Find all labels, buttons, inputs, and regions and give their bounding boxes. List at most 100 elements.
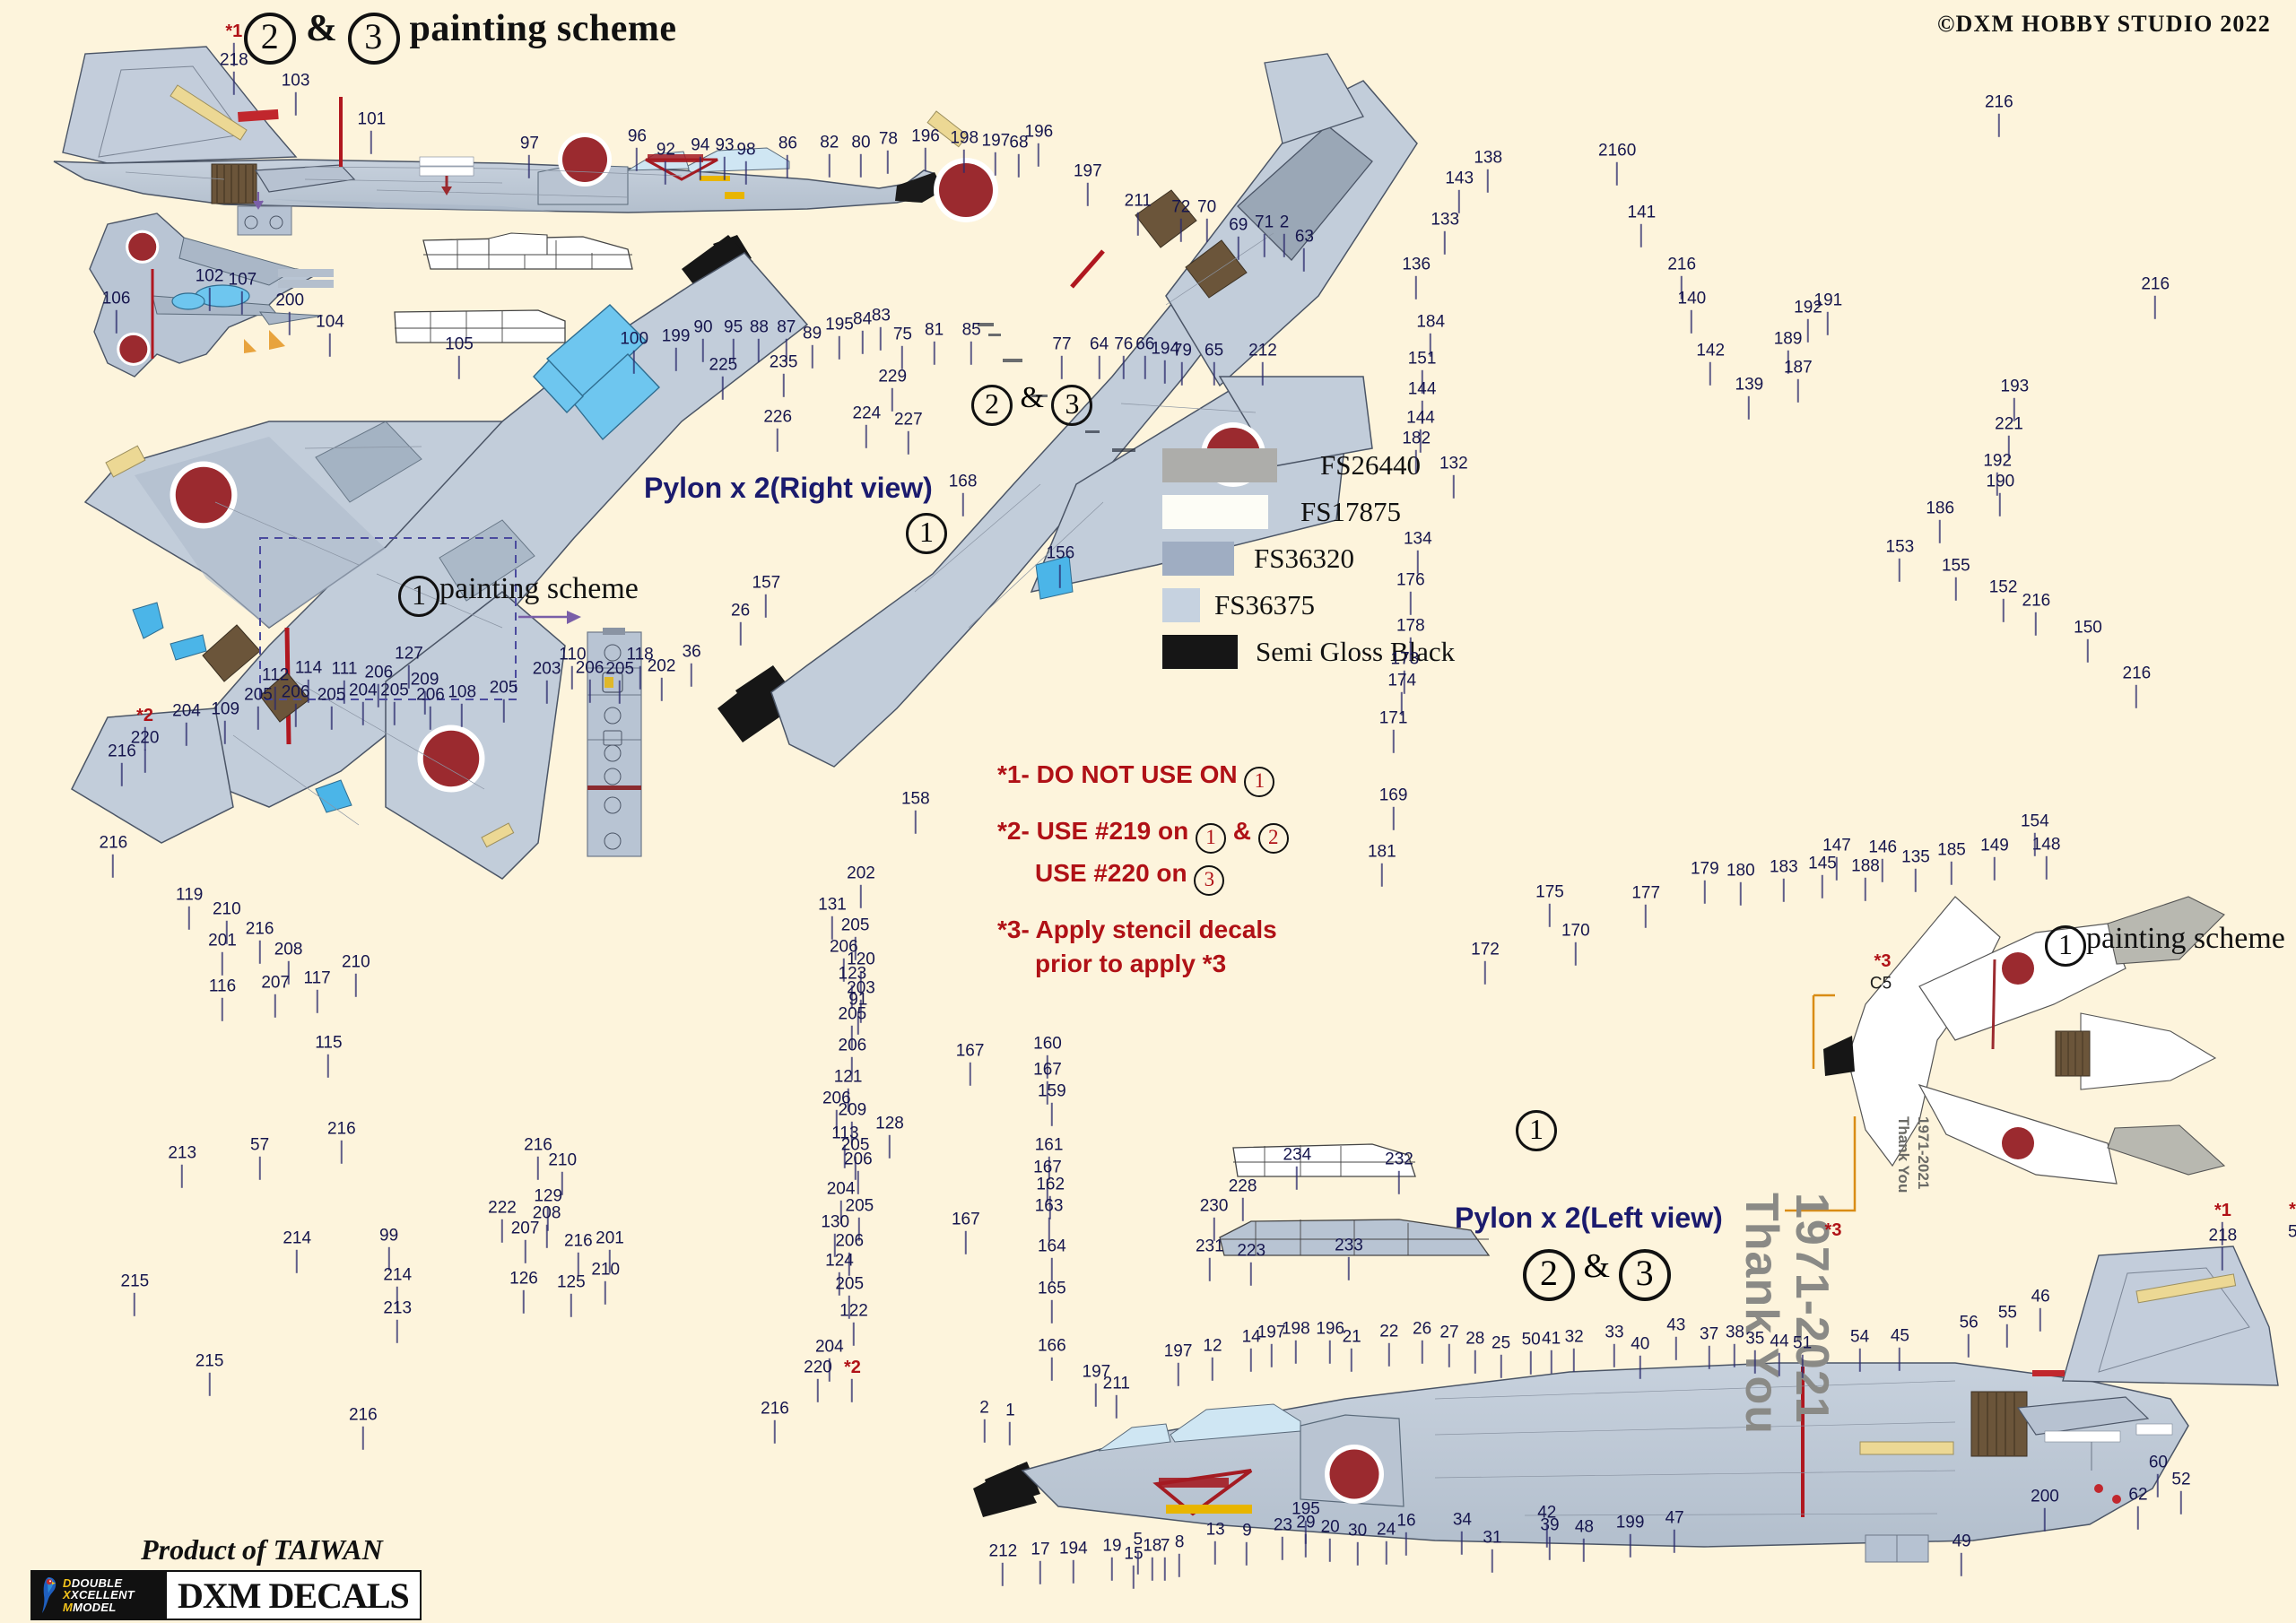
leader-line bbox=[1296, 1166, 1299, 1190]
leader-line bbox=[1356, 1542, 1359, 1567]
callout-number: 2160 bbox=[1598, 141, 1637, 161]
leader-line bbox=[289, 311, 291, 335]
callout-number: 188 bbox=[1851, 856, 1880, 876]
swatch-fs36375 bbox=[1162, 588, 1200, 622]
leader-line bbox=[702, 339, 704, 362]
leader-line bbox=[233, 72, 235, 96]
callout-number: 122 bbox=[839, 1301, 868, 1321]
leader-line bbox=[853, 1323, 855, 1347]
callout-number: 2 bbox=[1279, 213, 1290, 232]
thank-you-small-line2: 1971-2021 bbox=[1915, 1116, 1932, 1190]
leader-line bbox=[2087, 638, 2089, 663]
leader-line bbox=[241, 291, 244, 316]
leader-line bbox=[1051, 1357, 1053, 1381]
callout-number: 195 bbox=[825, 315, 854, 334]
dxm-brand-box: DDOUBLE XXCELLENT MMODEL DXM DECALS bbox=[30, 1570, 422, 1620]
callout-number: 210 bbox=[341, 952, 370, 972]
leader-line bbox=[1629, 1533, 1631, 1558]
leader-line bbox=[619, 681, 621, 705]
callout-number: 216 bbox=[524, 1135, 552, 1155]
leader-line bbox=[2154, 295, 2156, 319]
callout-number: 78 bbox=[878, 129, 898, 149]
callout-number: 206 bbox=[281, 682, 310, 702]
leader-line bbox=[1754, 1350, 1756, 1374]
pylon-left-circle-3: 3 bbox=[1618, 1249, 1671, 1301]
callout-number: 76 bbox=[1114, 334, 1134, 354]
pylon-right-circle-2: 2 bbox=[971, 385, 1013, 426]
callout-number: 196 bbox=[1024, 122, 1054, 142]
callout-number: 117 bbox=[303, 968, 331, 988]
leader-line bbox=[811, 344, 813, 369]
callout-number: 169 bbox=[1378, 785, 1408, 805]
thank-you-big-line1: Thank You bbox=[1735, 1193, 1787, 1435]
leader-line bbox=[633, 350, 635, 374]
callout-number: 175 bbox=[1535, 882, 1564, 902]
legend-label-semi-gloss-black: Semi Gloss Black bbox=[1256, 636, 1456, 667]
leader-line bbox=[691, 664, 692, 687]
callout-number: 42 bbox=[1537, 1503, 1557, 1523]
leader-line bbox=[1968, 1334, 1970, 1358]
leader-line bbox=[571, 666, 574, 690]
callout-number: 205 bbox=[489, 678, 518, 698]
callout-number: 205 bbox=[244, 685, 273, 705]
callout-number: 161 bbox=[1034, 1135, 1064, 1155]
leader-line bbox=[1882, 858, 1883, 882]
callout-number: 152 bbox=[1988, 577, 2018, 597]
leader-line bbox=[181, 1165, 183, 1189]
callout-number: 23 bbox=[1273, 1515, 1292, 1535]
callout-number: 234 bbox=[1283, 1145, 1312, 1165]
callout-number: 110 bbox=[559, 645, 587, 664]
callout-number: 30 bbox=[1348, 1521, 1368, 1541]
leader-line bbox=[1474, 1350, 1476, 1374]
aircraft-small-white-plan-view bbox=[1785, 896, 2226, 1212]
leader-line bbox=[1283, 234, 1285, 258]
callout-number: 205 bbox=[838, 1004, 867, 1024]
leader-line bbox=[1073, 1559, 1074, 1584]
callout-number: 204 bbox=[814, 1337, 844, 1357]
leader-line bbox=[208, 1373, 211, 1397]
leader-line bbox=[787, 154, 789, 178]
scheme-circle-3: 3 bbox=[347, 13, 400, 65]
callout-number: 198 bbox=[950, 128, 979, 148]
callout-number: 88 bbox=[749, 317, 769, 337]
callout-number: 17 bbox=[1031, 1540, 1050, 1559]
callout-number: 216 bbox=[245, 919, 274, 939]
callout-number: 216 bbox=[348, 1405, 378, 1425]
callout-number: 71 bbox=[1255, 213, 1274, 232]
leader-line bbox=[1915, 869, 1917, 893]
c5-star3-note: *3 bbox=[1874, 951, 1892, 971]
logo-line3: MODEL bbox=[73, 1600, 117, 1614]
legend-label-fs36375: FS36375 bbox=[1214, 589, 1315, 621]
leader-line bbox=[294, 91, 297, 116]
leader-line bbox=[857, 1170, 859, 1194]
leader-line bbox=[933, 342, 935, 366]
leader-line bbox=[1410, 591, 1412, 615]
callout-number: 230 bbox=[1199, 1196, 1229, 1216]
leader-line bbox=[2222, 1246, 2224, 1271]
callout-number: 70 bbox=[1197, 197, 1217, 217]
callout-number: 143 bbox=[1445, 169, 1474, 188]
callout-number: 108 bbox=[448, 682, 477, 702]
leader-line bbox=[1865, 877, 1866, 901]
leader-line bbox=[1329, 1538, 1331, 1562]
callout-number: 21 bbox=[1342, 1327, 1361, 1347]
leader-line bbox=[1458, 189, 1460, 213]
logo-line1: DOUBLE bbox=[71, 1575, 123, 1590]
callout-number: 192 bbox=[1983, 451, 2013, 471]
leader-line bbox=[1640, 223, 1643, 247]
callout-number: 180 bbox=[1726, 861, 1755, 881]
leader-line bbox=[112, 855, 115, 879]
leader-line bbox=[700, 156, 701, 180]
leader-line bbox=[1583, 1538, 1586, 1562]
callout-number: 44 bbox=[1770, 1332, 1789, 1351]
callout-number: 103 bbox=[281, 71, 310, 91]
callout-number: 50 bbox=[1521, 1330, 1541, 1350]
callout-number: 165 bbox=[1037, 1279, 1066, 1298]
callout-number: 229 bbox=[878, 367, 908, 386]
leader-line bbox=[134, 1292, 136, 1316]
leader-line bbox=[1059, 564, 1062, 588]
double-xcellent-model-logo: DDOUBLE XXCELLENT MMODEL bbox=[32, 1572, 167, 1619]
note-2a-circle-2: 2 bbox=[1257, 823, 1289, 854]
